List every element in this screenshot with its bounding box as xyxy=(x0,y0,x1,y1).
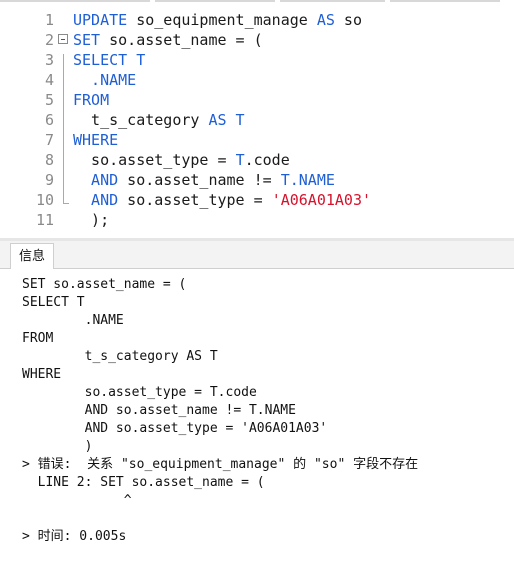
code-text: so.asset_type = T.code xyxy=(73,150,290,170)
sql-keyword: T xyxy=(235,151,245,169)
code-line[interactable]: 6 t_s_category AS T xyxy=(0,110,514,130)
sql-keyword: SET xyxy=(73,31,101,49)
editor-top-border xyxy=(0,0,514,3)
sql-text: so.asset_type = xyxy=(118,191,272,209)
message-line: SELECT T xyxy=(22,295,85,310)
sql-text: ); xyxy=(73,211,110,229)
code-text: AND so.asset_name != T.NAME xyxy=(73,170,335,190)
sql-keyword: UPDATE xyxy=(73,11,128,29)
message-line: AND so.asset_name != T.NAME xyxy=(22,403,296,418)
code-text: FROM xyxy=(73,90,109,110)
message-tab-bar xyxy=(0,241,514,269)
code-line[interactable]: 3 SELECT T xyxy=(0,50,514,70)
fold-end-marker xyxy=(63,203,69,204)
code-line[interactable]: 11 ); xyxy=(0,210,514,230)
line-number: 5 xyxy=(44,91,54,109)
sql-keyword: AS xyxy=(208,111,227,129)
code-text: WHERE xyxy=(73,130,118,150)
sql-keyword: FROM xyxy=(73,91,110,109)
message-line: > 时间: 0.005s xyxy=(22,529,127,544)
code-line[interactable]: 4 .NAME xyxy=(0,70,514,90)
sql-string: 'A06A01A03' xyxy=(271,191,372,209)
message-line: FROM xyxy=(22,331,54,346)
sql-text: t_s_category xyxy=(73,111,209,129)
sql-keyword: SELECT xyxy=(73,51,128,69)
code-line[interactable]: 9 AND so.asset_name != T.NAME xyxy=(0,170,514,190)
message-line: ) xyxy=(22,439,93,454)
code-line[interactable]: 8 so.asset_type = T.code xyxy=(0,150,514,170)
message-line: SET so.asset_name = ( xyxy=(22,277,187,292)
code-text: SET so.asset_name = ( xyxy=(73,30,263,50)
code-line[interactable]: 1 UPDATE so_equipment_manage AS so xyxy=(0,10,514,30)
message-line: > 错误: 关系 "so_equipment_manage" 的 "so" 字段… xyxy=(22,457,419,472)
message-line: AND so.asset_type = 'A06A01A03' xyxy=(22,421,328,436)
fold-toggle-icon[interactable] xyxy=(58,34,68,44)
code-text: ); xyxy=(73,210,109,230)
sql-text: so.asset_type = xyxy=(73,151,236,169)
line-number: 7 xyxy=(44,131,54,149)
sql-keyword: AS xyxy=(316,11,335,29)
code-line[interactable]: 5 FROM xyxy=(0,90,514,110)
line-number: 2 xyxy=(44,31,54,49)
fold-guide xyxy=(63,54,64,204)
sql-keyword: AND xyxy=(73,191,119,209)
code-line[interactable]: 10 AND so.asset_type = 'A06A01A03' xyxy=(0,190,514,210)
message-line: WHERE xyxy=(22,367,62,382)
message-line: LINE 2: SET so.asset_name = ( xyxy=(22,475,265,490)
line-number: 8 xyxy=(44,151,54,169)
code-text: UPDATE so_equipment_manage AS so xyxy=(73,10,362,30)
code-text: SELECT T xyxy=(73,50,145,70)
line-number: 11 xyxy=(35,211,54,229)
code-text: AND so.asset_type = 'A06A01A03' xyxy=(73,190,371,210)
sql-keyword: AND xyxy=(73,171,119,189)
code-line[interactable]: 7 WHERE xyxy=(0,130,514,150)
sql-text: so xyxy=(334,11,362,29)
sql-text: so.asset_name = ( xyxy=(100,31,263,49)
code-line[interactable]: 2 SET so.asset_name = ( xyxy=(0,30,514,50)
line-number: 1 xyxy=(44,11,54,29)
message-line: ^ xyxy=(22,493,132,508)
line-number: 9 xyxy=(44,171,54,189)
sql-text: .code xyxy=(244,151,290,169)
sql-text: so.asset_name != xyxy=(118,171,281,189)
line-number: 6 xyxy=(44,111,54,129)
message-line: t_s_category AS T xyxy=(22,349,218,364)
sql-editor[interactable]: 1 UPDATE so_equipment_manage AS so 2 SET so… xyxy=(0,0,514,238)
line-number: 3 xyxy=(44,51,54,69)
sql-keyword: T.NAME xyxy=(280,171,335,189)
message-line: so.asset_type = T.code xyxy=(22,385,257,400)
sql-keyword: .NAME xyxy=(73,71,137,89)
line-number: 4 xyxy=(44,71,54,89)
code-text: t_s_category AS T xyxy=(73,110,245,130)
message-line xyxy=(22,510,512,528)
sql-keyword: WHERE xyxy=(73,131,119,149)
panel-splitter[interactable] xyxy=(0,238,514,241)
code-text: .NAME xyxy=(73,70,136,90)
line-number: 10 xyxy=(35,191,54,209)
sql-keyword: T xyxy=(127,51,146,69)
sql-keyword: T xyxy=(226,111,245,129)
message-line: .NAME xyxy=(22,313,124,328)
sql-text: so_equipment_manage xyxy=(127,11,317,29)
tab-info[interactable]: 信息 xyxy=(10,243,54,269)
